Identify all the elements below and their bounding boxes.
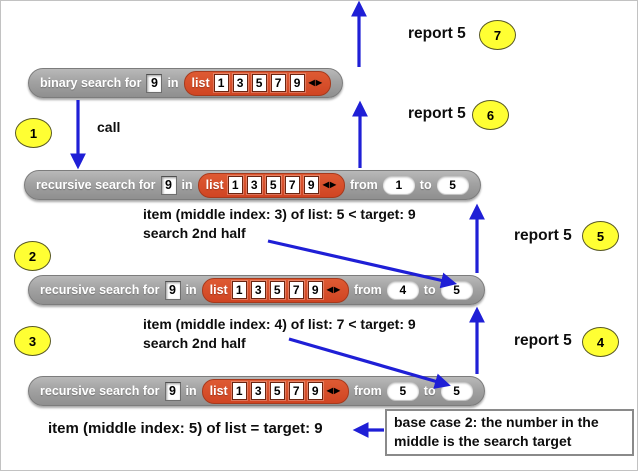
list-item[interactable]: 5: [251, 74, 267, 92]
call-label: call: [97, 119, 121, 135]
list-item[interactable]: 3: [246, 176, 262, 194]
step1-line1: item (middle index: 3) of list: 5 < targ…: [143, 206, 416, 222]
from-label: from: [354, 283, 382, 297]
report-label-6: report 5: [408, 105, 466, 122]
to-input[interactable]: 5: [436, 176, 469, 194]
report-badge-5: 5: [582, 221, 619, 251]
list-item[interactable]: 9: [307, 281, 323, 299]
block-label: binary search for: [40, 76, 142, 90]
recursive-search-block-3[interactable]: recursive search for 9 in list 1 3 5 7 9…: [28, 376, 485, 406]
step2-line1: item (middle index: 4) of list: 7 < targ…: [143, 316, 416, 332]
to-input[interactable]: 5: [440, 382, 473, 400]
to-label: to: [423, 384, 436, 398]
block-label: recursive search for: [40, 283, 160, 297]
list-scroll-arrows-icon[interactable]: ◀▶: [326, 386, 341, 395]
list-label: list: [209, 283, 228, 297]
from-label: from: [350, 178, 378, 192]
step-badge-2: 2: [14, 241, 51, 271]
from-input[interactable]: 4: [386, 281, 419, 299]
list-block[interactable]: list 1 3 5 7 9 ◀▶: [201, 378, 349, 404]
block-label: in: [185, 384, 197, 398]
list-item[interactable]: 9: [289, 74, 305, 92]
list-item[interactable]: 9: [303, 176, 319, 194]
list-scroll-arrows-icon[interactable]: ◀▶: [308, 78, 323, 87]
block-label: in: [185, 283, 197, 297]
list-scroll-arrows-icon[interactable]: ◀▶: [326, 285, 341, 294]
from-input[interactable]: 5: [386, 382, 419, 400]
list-item[interactable]: 1: [227, 176, 243, 194]
list-block[interactable]: list 1 3 5 7 9 ◀▶: [183, 70, 331, 96]
to-label: to: [419, 178, 432, 192]
report-label-4: report 5: [514, 332, 572, 349]
from-input[interactable]: 1: [382, 176, 415, 194]
list-item[interactable]: 3: [250, 281, 266, 299]
list-item[interactable]: 5: [265, 176, 281, 194]
report-badge-6: 6: [472, 100, 509, 130]
block-label: recursive search for: [40, 384, 160, 398]
recursive-search-block-1[interactable]: recursive search for 9 in list 1 3 5 7 9…: [24, 170, 481, 200]
target-input[interactable]: 9: [164, 280, 181, 300]
step-badge-1: 1: [15, 118, 52, 148]
step-badge-3: 3: [14, 326, 51, 356]
base-result-note: item (middle index: 5) of list = target:…: [48, 420, 323, 437]
list-scroll-arrows-icon[interactable]: ◀▶: [322, 180, 337, 189]
list-item[interactable]: 7: [288, 382, 304, 400]
list-label: list: [209, 384, 228, 398]
to-input[interactable]: 5: [440, 281, 473, 299]
target-input[interactable]: 9: [160, 175, 177, 195]
target-input[interactable]: 9: [146, 73, 163, 93]
target-input[interactable]: 9: [164, 381, 181, 401]
base-case-callout: base case 2: the number in the middle is…: [385, 409, 634, 456]
list-item[interactable]: 5: [269, 281, 285, 299]
to-label: to: [423, 283, 436, 297]
report-label-7: report 5: [408, 25, 466, 42]
list-block[interactable]: list 1 3 5 7 9 ◀▶: [197, 172, 345, 198]
list-item[interactable]: 3: [250, 382, 266, 400]
step2-line2: search 2nd half: [143, 334, 246, 351]
block-label: in: [181, 178, 193, 192]
report-badge-7: 7: [479, 20, 516, 50]
block-label: in: [167, 76, 179, 90]
list-item[interactable]: 7: [288, 281, 304, 299]
recursive-search-block-2[interactable]: recursive search for 9 in list 1 3 5 7 9…: [28, 275, 485, 305]
list-item[interactable]: 7: [270, 74, 286, 92]
list-block[interactable]: list 1 3 5 7 9 ◀▶: [201, 277, 349, 303]
block-label: recursive search for: [36, 178, 156, 192]
list-item[interactable]: 5: [269, 382, 285, 400]
report-badge-4: 4: [582, 327, 619, 357]
list-item[interactable]: 1: [213, 74, 229, 92]
step2-note: item (middle index: 4) of list: 7 < targ…: [143, 315, 416, 352]
list-item[interactable]: 1: [231, 382, 247, 400]
step1-note: item (middle index: 3) of list: 5 < targ…: [143, 205, 416, 242]
list-item[interactable]: 9: [307, 382, 323, 400]
from-label: from: [354, 384, 382, 398]
list-item[interactable]: 1: [231, 281, 247, 299]
list-label: list: [205, 178, 224, 192]
report-label-5: report 5: [514, 227, 572, 244]
binary-search-block[interactable]: binary search for 9 in list 1 3 5 7 9 ◀▶: [28, 68, 343, 98]
step1-line2: search 2nd half: [143, 224, 246, 241]
list-item[interactable]: 7: [284, 176, 300, 194]
list-label: list: [191, 76, 210, 90]
list-item[interactable]: 3: [232, 74, 248, 92]
